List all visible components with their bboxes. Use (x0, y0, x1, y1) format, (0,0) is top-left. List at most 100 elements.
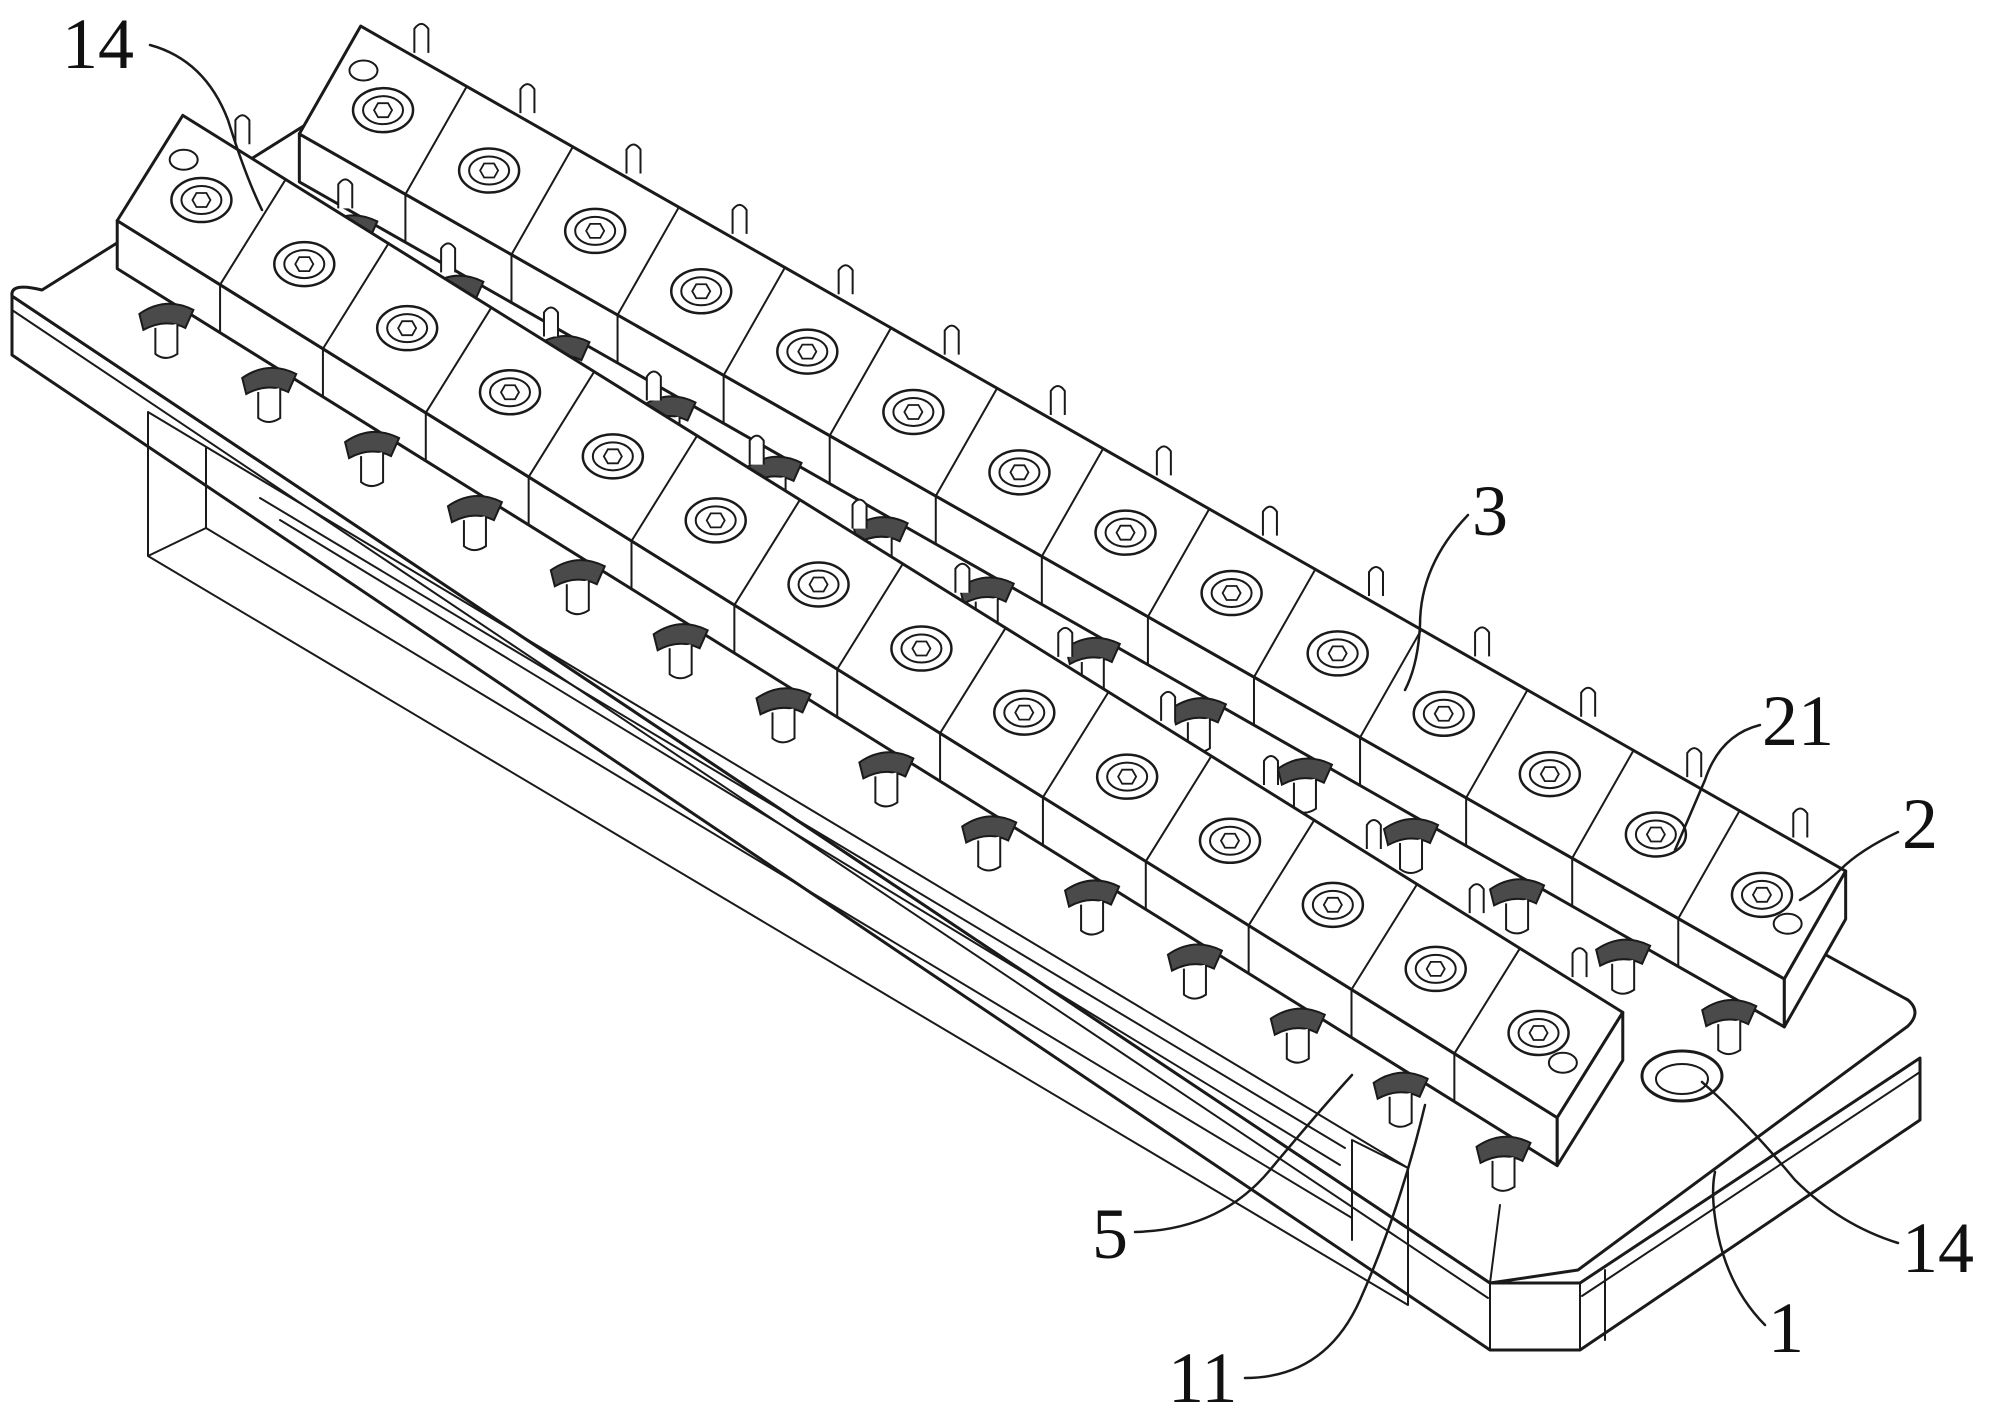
rail-back-hex-socket (1115, 524, 1136, 541)
rail-back-screw-ring (1528, 759, 1571, 790)
rail-front-screw-head (787, 561, 850, 608)
rail-front-screw-head (273, 240, 336, 288)
rail-front-pin (440, 242, 457, 273)
rail-back-pin (1686, 747, 1703, 778)
rail-front-screw-ring (283, 249, 326, 280)
rail-front-clamp-foot (1388, 1092, 1413, 1128)
rail-front-pin (1057, 626, 1074, 657)
leader-21 (1673, 723, 1762, 852)
rail-front-end-hole-right (1547, 1051, 1578, 1074)
rail-back-hex-socket (1645, 826, 1666, 843)
rail-front-pin (234, 114, 251, 145)
label-5: 5 (1092, 1194, 1128, 1274)
rail-back-hex-socket (903, 404, 924, 420)
rail-front-segment-divider (733, 499, 801, 654)
rail-back-pin (1155, 445, 1172, 476)
rail-front-screw-head (478, 369, 542, 416)
rail-back-screw-ring (1634, 819, 1677, 850)
rail-back-end-hole-right (1772, 912, 1803, 935)
label-14-top: 14 (62, 4, 134, 84)
rail-front-screw-ring (1106, 761, 1149, 792)
rail-back-hex-socket (1009, 464, 1030, 481)
rail-back-hex-socket (1539, 766, 1560, 783)
rail-front-clamp-foot (1080, 900, 1105, 936)
rail-back-pin (837, 264, 854, 295)
rail-front-pin (748, 434, 765, 465)
rail-front-clamp (755, 687, 812, 716)
rail-back-pin (1261, 505, 1278, 536)
rail-back-clamp-foot (1399, 839, 1424, 875)
rail-front-screw-head (684, 497, 747, 544)
rail-back-clamp-foot (1505, 899, 1530, 935)
rail-front-clamp (1269, 1007, 1327, 1037)
rail-front-segment-divider (219, 178, 287, 333)
base-plate-edges (11, 309, 1921, 1351)
rail-front-segment-divider (836, 563, 904, 718)
leader-2 (1798, 830, 1900, 902)
rail-back-hex-socket (1751, 886, 1772, 903)
rail-front-hex-socket (191, 192, 212, 208)
mounting-hole-right (1640, 1049, 1724, 1103)
rail-front-clamp (241, 366, 298, 396)
rail-back-segment-divider (1465, 689, 1529, 846)
rail-back-segment-divider (510, 146, 574, 303)
rail-front-segment-divider (424, 307, 493, 461)
rail-back-screw-head (457, 147, 521, 194)
rail-front-clamp-foot (154, 323, 179, 359)
rail-back-screw-ring (1422, 698, 1465, 729)
rail-back-screw-ring (574, 215, 617, 246)
rail-front-segment-divider (939, 627, 1007, 782)
rail-back-pin (625, 143, 642, 174)
rail-front-clamp (343, 431, 401, 460)
rail-front-screw-ring (591, 441, 634, 472)
rail-front-clamp-foot (668, 644, 693, 680)
rail-back-screw-ring (468, 155, 511, 186)
rail-back-segment-divider (1571, 749, 1635, 907)
reference-numerals: 14 3 21 2 5 14 11 1 (62, 4, 1974, 1416)
label-1: 1 (1768, 1288, 1804, 1368)
rail-front-hex-socket (1322, 896, 1343, 913)
rail-front-hex-socket (294, 256, 315, 273)
label-3: 3 (1472, 471, 1508, 551)
rail-back-clamp-foot (1717, 1020, 1742, 1056)
rail-front-pin (542, 306, 559, 337)
rail-back-segment-divider (934, 387, 998, 545)
rail-front-hex-socket (1528, 1025, 1549, 1041)
leader-11 (1243, 1103, 1427, 1380)
leader-3 (1403, 513, 1470, 692)
rail-front-screw-head (993, 689, 1056, 736)
rail-front-pin (1262, 754, 1279, 785)
rail-back-hex-socket (797, 343, 818, 360)
rail-front-segment-divider (1041, 691, 1110, 846)
rail-back-hex-socket (372, 102, 394, 119)
rail-back-clamp (1064, 636, 1122, 666)
rail-back-screw-head (563, 207, 627, 255)
rail-back-screw-ring (1740, 879, 1783, 910)
rail-front-clamp-foot (1182, 964, 1207, 1000)
rail-back-screw-head (351, 86, 415, 134)
rail-front-screw-ring (1209, 825, 1251, 856)
rail-back-pin (1474, 626, 1491, 657)
rail-front-hex-socket (808, 576, 829, 593)
rail-back-pin (1368, 566, 1385, 597)
rail-front-screw-ring (1311, 889, 1354, 920)
rail-back-pin (413, 22, 430, 53)
rail-front-screw-ring (1414, 953, 1457, 984)
rail-front-hex-socket (705, 512, 726, 529)
rail-front-hex-socket (1117, 768, 1138, 785)
rail-front-screw-head (581, 433, 645, 480)
rail-front-pin (1365, 819, 1382, 850)
rail-front-end-hole-left (168, 148, 199, 171)
rail-front (115, 113, 1625, 1192)
rail-front-clamp (961, 815, 1018, 844)
rail-back-screw-head (1412, 690, 1475, 737)
rail-back-screw-head (988, 449, 1051, 496)
rail-back-segment-divider (1359, 629, 1423, 786)
rail-back-screw-head (670, 268, 733, 315)
rail-front-screw-head (1301, 881, 1365, 929)
rail-back-segment-divider (616, 206, 680, 363)
rail-back-screw-ring (786, 336, 829, 367)
rail-back-clamp (1276, 757, 1334, 787)
rail-back-end-face (1782, 869, 1848, 1029)
rail-front-screw-head (1198, 817, 1262, 864)
